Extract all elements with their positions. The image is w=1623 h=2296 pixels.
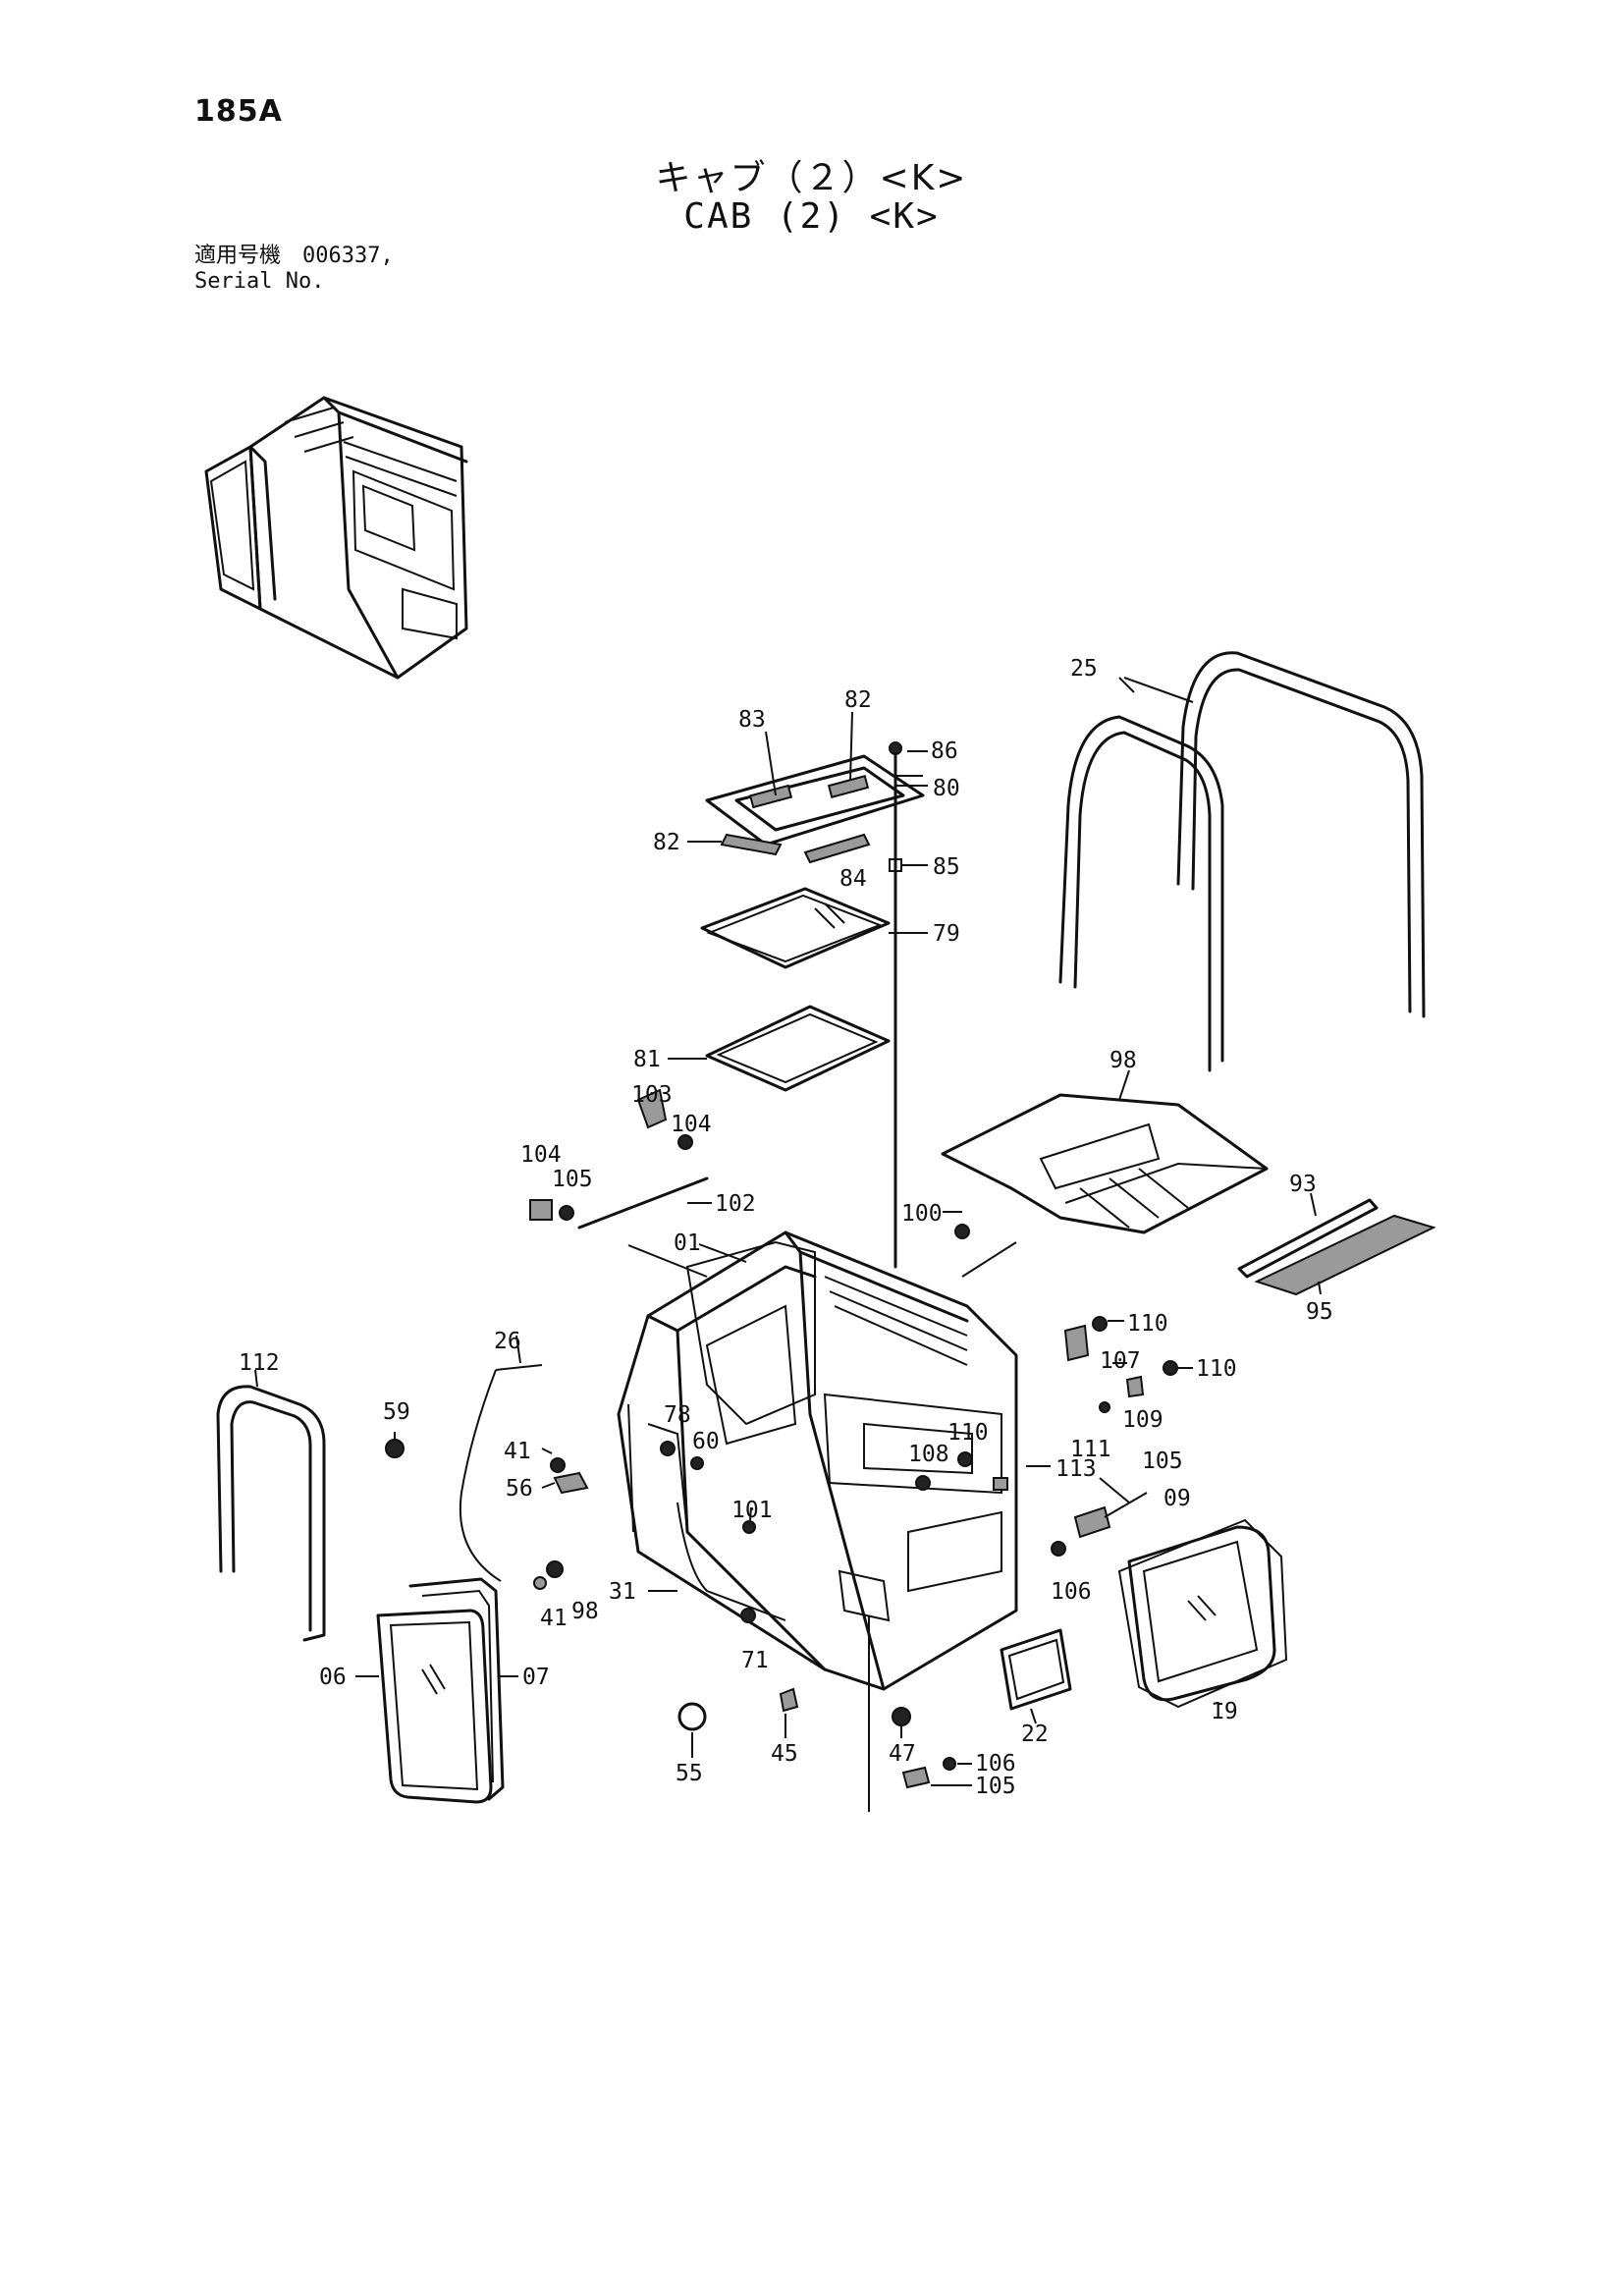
callout-113: 113 [1055, 1456, 1097, 1482]
glass-seal-07 [408, 1577, 505, 1801]
callout-45: 47 [889, 1741, 916, 1767]
callout-111: 111 [1070, 1437, 1111, 1462]
callout-112: 112 [239, 1350, 280, 1376]
callout-104-top: 104 [671, 1112, 712, 1137]
serial-value: 006337, [302, 244, 394, 268]
callout-06: 06 [319, 1665, 347, 1690]
callout-60: 71 [741, 1648, 769, 1673]
serial-label-en: Serial No. [194, 269, 325, 294]
door-seal-112 [216, 1385, 326, 1642]
callout-93: 98 [1109, 1048, 1137, 1073]
callout-41-left: 41 [540, 1606, 568, 1631]
title-english: CAB (2) <K> [683, 196, 940, 237]
callout-01: 01 [674, 1230, 701, 1256]
callout-82-mid: 84 [839, 866, 867, 892]
callout-85: 93 [1289, 1172, 1317, 1197]
callout-81-left: 82 [653, 830, 680, 855]
callout-98-text: 98 [571, 1599, 599, 1624]
title-japanese: キャブ（２）<K> [655, 158, 968, 198]
callout-86: 95 [1306, 1299, 1333, 1325]
serial-label-jp: 適用号機 [194, 244, 282, 268]
callout-110-top: 110 [1127, 1311, 1168, 1337]
roof-cover-82 [705, 754, 925, 847]
roof-seal-80 [705, 1005, 891, 1092]
trim-strip-85 [1237, 1198, 1379, 1279]
callout-25: 25 [1070, 656, 1098, 682]
callout-71: 78 [664, 1402, 691, 1428]
callout-59: 60 [692, 1429, 720, 1454]
small-hardware [385, 1088, 1178, 1812]
roof-glass-78 [700, 887, 891, 969]
cab-thumbnail-illustration [204, 396, 468, 680]
callout-84: 86 [931, 738, 958, 764]
roof-liner-93 [941, 1093, 1269, 1234]
callout-105-right: 105 [1142, 1449, 1183, 1474]
callout-105-bottom: 105 [975, 1774, 1016, 1799]
leader-lines [254, 677, 1322, 1786]
page-number: 185A [194, 94, 283, 129]
mat-86 [1254, 1214, 1436, 1296]
callout-106-bottom: 106 [975, 1751, 1016, 1777]
callout-81-top: 82 [844, 687, 872, 713]
callout-09: 09 [1163, 1486, 1191, 1511]
frame-seal-25 [1058, 651, 1426, 1072]
callout-108: 108 [908, 1442, 949, 1467]
callout-102: 103 [631, 1082, 673, 1108]
callout-95: 100 [901, 1201, 943, 1227]
callout-83: 85 [933, 854, 960, 880]
callout-55: 56 [506, 1476, 533, 1502]
callout-100: 101 [731, 1498, 773, 1523]
callout-47: 55 [676, 1761, 703, 1786]
callout-109: 109 [1122, 1407, 1163, 1433]
callout-82-top: 83 [738, 707, 766, 733]
rod-79-83-84 [889, 741, 923, 1269]
callout-110-mid: 110 [947, 1420, 989, 1446]
callout-104-left: 105 [552, 1167, 593, 1192]
callout-107: 107 [1100, 1348, 1141, 1374]
small-glass-22 [1000, 1628, 1072, 1711]
callout-103: 104 [520, 1142, 562, 1168]
callout-79: 80 [933, 776, 960, 801]
callout-80: 81 [633, 1047, 661, 1072]
side-glass-06 [376, 1609, 493, 1804]
callout-101: 102 [715, 1191, 756, 1217]
callout-110-right: 110 [1196, 1356, 1237, 1382]
callout-26: 26 [494, 1329, 521, 1354]
callout-22: 22 [1021, 1722, 1049, 1747]
callout-07: 07 [522, 1665, 550, 1690]
callout-19: 19 [1211, 1699, 1238, 1724]
callout-78: 79 [933, 921, 960, 947]
callout-106-right: 106 [1051, 1579, 1092, 1605]
callout-31: 31 [609, 1579, 636, 1605]
cab-frame-01 [617, 1230, 1018, 1691]
callout-37: 41 [504, 1439, 531, 1464]
sealing-strips-81-82 [720, 833, 871, 864]
callout-98-group: 98 [571, 1599, 599, 1624]
serial-row-jp: 適用号機 006337, [194, 244, 394, 269]
callout-labels: 25 83 82 86 80 82 84 85 79 81 98 103 104… [239, 656, 1333, 1799]
rear-seal-19 [1117, 1518, 1288, 1709]
callout-56: 59 [383, 1399, 410, 1425]
callout-41-bottom: 45 [771, 1741, 798, 1767]
serial-info: 適用号機 006337, Serial No. [194, 244, 394, 295]
